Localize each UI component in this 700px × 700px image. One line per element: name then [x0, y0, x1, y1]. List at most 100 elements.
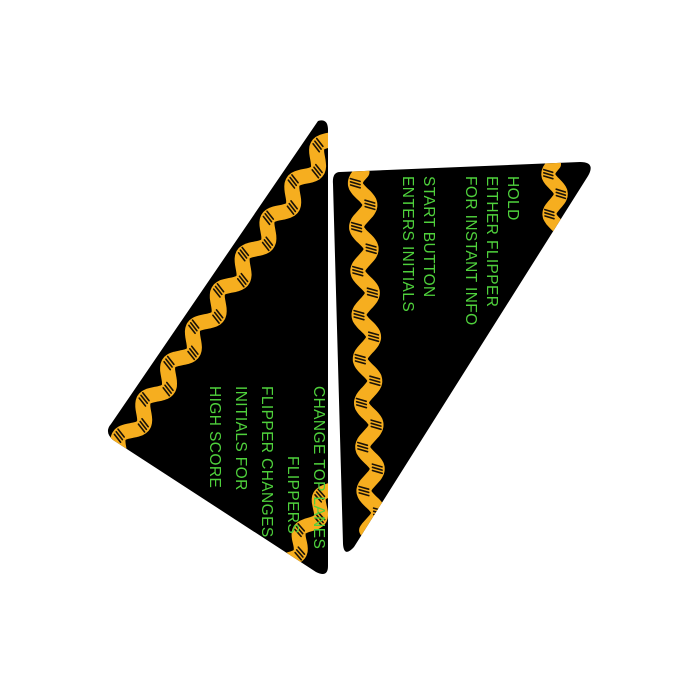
- zigzag-mark: [236, 277, 245, 288]
- zigzag-mark: [350, 228, 363, 233]
- zigzag-mark: [293, 528, 302, 538]
- zigzag-mark: [371, 469, 384, 475]
- zigzag-mark: [212, 314, 220, 324]
- zigzag-mark: [365, 243, 377, 248]
- zigzag-mark: [294, 551, 303, 561]
- zigzag-mark: [191, 319, 200, 329]
- zigzag-mark: [366, 293, 379, 299]
- zigzag-mark: [370, 422, 382, 427]
- zigzag-mark: [190, 345, 199, 355]
- zigzag-mark: [355, 404, 368, 409]
- zigzag-mark: [358, 492, 370, 497]
- zigzag-mark: [314, 163, 323, 174]
- zigzag-mark: [364, 205, 376, 211]
- left-card-line-3: FLIPPER CHANGES: [258, 386, 275, 538]
- zigzag-mark: [189, 321, 198, 332]
- zigzag-mark: [240, 272, 249, 283]
- zigzag-mark: [367, 331, 380, 336]
- zigzag-mark: [165, 358, 173, 368]
- zigzag-mark: [315, 491, 324, 501]
- zigzag-mark: [117, 428, 125, 438]
- zigzag-mark: [140, 394, 149, 405]
- left-instruction-card: CHANGE TOP LANES FLIPPERS FLIPPER CHANGE…: [107, 120, 328, 575]
- left-card-line-5: HIGH SCORE: [206, 386, 223, 488]
- zigzag-mark: [356, 441, 369, 447]
- zigzag-mark: [364, 199, 376, 204]
- zigzag-mark: [115, 430, 124, 441]
- zigzag-mark: [189, 347, 197, 358]
- zigzag-mark: [349, 181, 361, 186]
- zigzag-mark: [358, 485, 370, 491]
- zigzag-mark: [555, 194, 567, 200]
- zigzag-mark: [358, 488, 370, 494]
- zigzag-mark: [238, 275, 247, 285]
- zigzag-mark: [368, 337, 380, 343]
- zigzag-mark: [544, 215, 555, 220]
- zigzag-mark: [349, 184, 362, 189]
- right-card-shape: [332, 162, 591, 552]
- zigzag-mark: [286, 205, 295, 215]
- zigzag-mark: [350, 225, 363, 230]
- left-card-zigzag-border-main: [110, 132, 328, 459]
- zigzag-mark: [367, 334, 380, 339]
- zigzag-mark: [166, 381, 174, 392]
- zigzag-mark: [163, 360, 172, 371]
- zigzag-mark: [239, 249, 248, 259]
- zigzag-mark: [314, 493, 323, 503]
- zigzag-mark: [542, 175, 554, 180]
- zigzag-mark: [141, 417, 149, 428]
- zigzag-mark: [187, 350, 196, 361]
- zigzag-mark: [353, 316, 365, 321]
- zigzag-mark: [350, 221, 363, 227]
- zigzag-mark: [364, 202, 376, 207]
- zigzag-mark: [313, 166, 322, 176]
- right-card-line-1: HOLD: [504, 176, 521, 221]
- zigzag-mark: [212, 288, 221, 298]
- zigzag-mark: [314, 140, 322, 150]
- zigzag-mark: [314, 517, 323, 527]
- right-card-line-4: START BUTTON: [420, 176, 437, 298]
- zigzag-mark: [265, 236, 274, 246]
- zigzag-mark: [365, 246, 377, 251]
- zigzag-mark: [555, 191, 567, 196]
- zigzag-mark: [355, 397, 368, 403]
- zigzag-mark: [357, 448, 369, 453]
- left-card-line-4: INITIALS FOR: [232, 386, 249, 491]
- zigzag-mark: [354, 353, 366, 359]
- right-card-line-5: ENTERS INITIALS: [399, 176, 416, 312]
- zigzag-mark: [297, 546, 306, 556]
- zigzag-mark: [369, 375, 381, 380]
- zigzag-mark: [354, 360, 367, 365]
- zigzag-mark: [355, 400, 368, 406]
- zigzag-mark: [353, 309, 365, 315]
- zigzag-mark: [241, 246, 250, 257]
- zigzag-mark: [295, 549, 304, 558]
- zigzag-mark: [261, 241, 270, 252]
- right-card-line-2: EITHER FLIPPER: [483, 176, 500, 307]
- zigzag-mark: [311, 169, 320, 179]
- zigzag-mark: [315, 137, 324, 148]
- zigzag-mark: [366, 287, 378, 292]
- left-card-line-1: CHANGE TOP LANES: [310, 386, 327, 549]
- zigzag-mark: [352, 268, 364, 274]
- zigzag-mark: [288, 202, 297, 213]
- zigzag-mark: [287, 179, 296, 189]
- right-card-zigzag-border-main: [347, 164, 386, 538]
- zigzag-mark: [139, 420, 148, 431]
- zigzag-mark: [214, 285, 223, 296]
- zigzag-mark: [215, 309, 224, 319]
- zigzag-mark: [138, 397, 147, 407]
- zigzag-mark: [266, 210, 275, 220]
- zigzag-mark: [166, 355, 175, 366]
- zigzag-mark: [295, 525, 304, 535]
- zigzag-mark: [365, 249, 377, 255]
- zigzag-mark: [137, 423, 146, 433]
- zigzag-mark: [164, 384, 172, 394]
- zigzag-mark: [369, 381, 381, 387]
- zigzag-mark: [349, 177, 361, 183]
- zigzag-mark: [113, 433, 122, 444]
- zigzag-mark: [555, 188, 567, 193]
- zigzag-mark: [263, 239, 272, 249]
- zigzag-mark: [264, 213, 273, 223]
